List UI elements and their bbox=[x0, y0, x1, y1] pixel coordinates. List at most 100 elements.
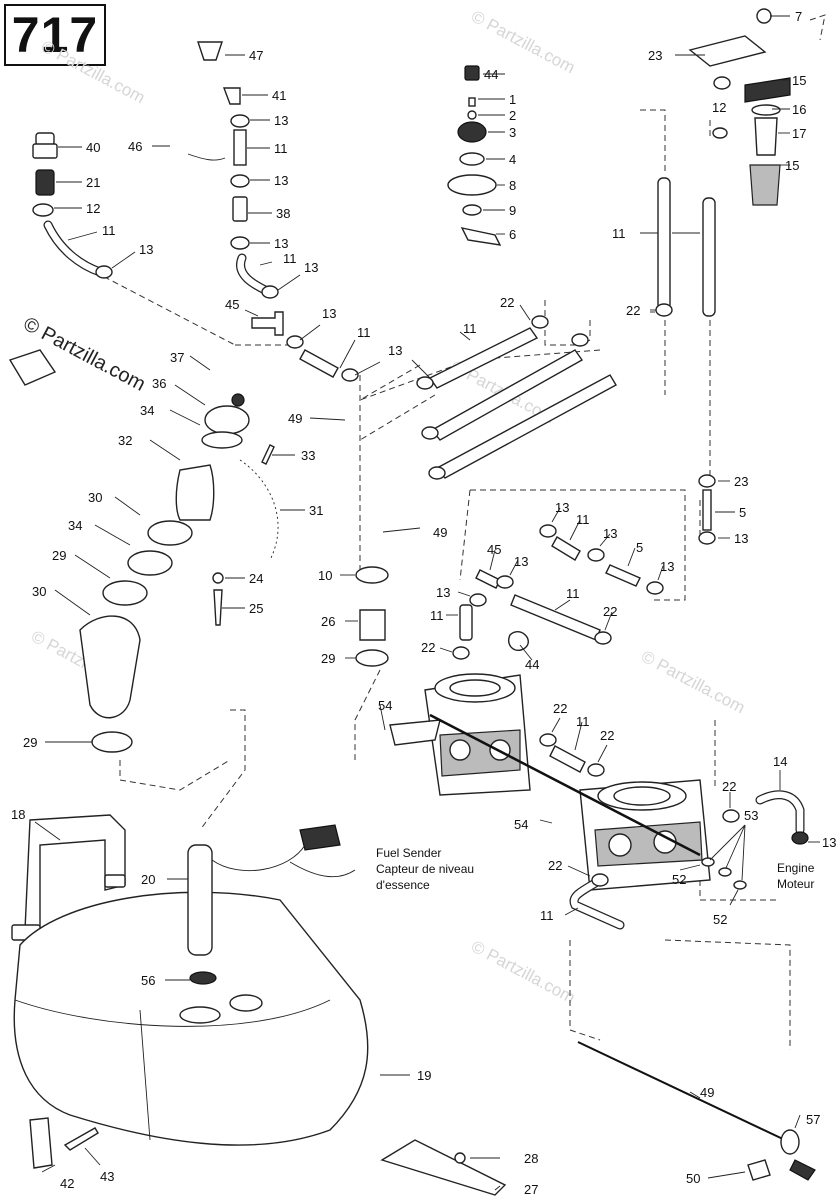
callout: 29 bbox=[52, 548, 66, 563]
callout: 22 bbox=[548, 858, 562, 873]
callout: 45 bbox=[225, 297, 239, 312]
callout: 57 bbox=[806, 1112, 820, 1127]
callout: 46 bbox=[128, 139, 142, 154]
callout: 18 bbox=[11, 807, 25, 822]
callout: 12 bbox=[86, 201, 100, 216]
callout: 44 bbox=[525, 657, 539, 672]
callout: 11 bbox=[274, 141, 288, 156]
callout: 11 bbox=[540, 908, 554, 923]
callout: 22 bbox=[722, 779, 736, 794]
callout: 11 bbox=[357, 325, 371, 340]
mid-hoses bbox=[452, 524, 664, 660]
callout: 37 bbox=[170, 350, 184, 365]
callout: 15 bbox=[785, 158, 799, 173]
callout: 44 bbox=[484, 67, 498, 82]
dashed-connectors bbox=[94, 14, 826, 1050]
callout: 27 bbox=[524, 1182, 538, 1197]
callout: 13 bbox=[514, 554, 528, 569]
callout: 33 bbox=[301, 448, 315, 463]
callout: 20 bbox=[141, 872, 155, 887]
small-parts bbox=[379, 630, 553, 824]
pump-stack bbox=[447, 65, 502, 246]
callout: 30 bbox=[32, 584, 46, 599]
leader-lines bbox=[34, 15, 820, 1191]
center-hoses bbox=[416, 315, 617, 480]
callout: 11 bbox=[463, 321, 477, 336]
callout: 50 bbox=[686, 1171, 700, 1186]
callout: 10 bbox=[318, 568, 332, 583]
callout: 8 bbox=[509, 178, 516, 193]
callout: 11 bbox=[430, 608, 444, 623]
engine-hose bbox=[722, 790, 809, 845]
callout: 11 bbox=[576, 512, 590, 527]
callout: 21 bbox=[86, 175, 100, 190]
callout: 13 bbox=[274, 173, 288, 188]
callout: 12 bbox=[712, 100, 726, 115]
carburetor-rear bbox=[579, 779, 711, 891]
throttle-rod bbox=[577, 1041, 816, 1181]
callout: 11 bbox=[576, 714, 590, 729]
bottom-hose bbox=[569, 873, 625, 930]
callout: 54 bbox=[378, 698, 392, 713]
callout: 4 bbox=[509, 152, 516, 167]
callout: 16 bbox=[792, 102, 806, 117]
right-fitting bbox=[698, 474, 716, 545]
callout: 25 bbox=[249, 601, 263, 616]
fuel-tank bbox=[11, 814, 369, 1146]
callout: 13 bbox=[436, 585, 450, 600]
carburetor-front bbox=[389, 673, 531, 796]
callout: 22 bbox=[626, 303, 640, 318]
callout: 13 bbox=[822, 835, 836, 850]
callout: 1 bbox=[509, 92, 516, 107]
callout: 52 bbox=[713, 912, 727, 927]
callout: 9 bbox=[509, 203, 516, 218]
fuel-filter-assembly bbox=[655, 8, 791, 317]
callout: 23 bbox=[734, 474, 748, 489]
callout: 41 bbox=[272, 88, 286, 103]
callout: 26 bbox=[321, 614, 335, 629]
callout: 36 bbox=[152, 376, 166, 391]
callout: 32 bbox=[118, 433, 132, 448]
callout: 13 bbox=[139, 242, 153, 257]
fuel-sender-label-fr-2: d'essence bbox=[376, 878, 430, 892]
throttle-shaft bbox=[429, 713, 701, 857]
callout: 13 bbox=[388, 343, 402, 358]
callout: 13 bbox=[274, 113, 288, 128]
filler-neck-assembly bbox=[8, 349, 279, 753]
callout: 11 bbox=[283, 251, 297, 266]
callout: 11 bbox=[102, 223, 116, 238]
callout: 34 bbox=[140, 403, 154, 418]
callout: 24 bbox=[249, 571, 263, 586]
diagram-id-box: 717 bbox=[4, 4, 106, 66]
callout: 22 bbox=[421, 640, 435, 655]
coupler-assembly bbox=[355, 566, 389, 667]
callout: 13 bbox=[555, 500, 569, 515]
callout: 13 bbox=[274, 236, 288, 251]
callout: 5 bbox=[739, 505, 746, 520]
engine-label-fr: Moteur bbox=[777, 877, 814, 891]
callout: 53 bbox=[744, 808, 758, 823]
callout: 22 bbox=[500, 295, 514, 310]
callout: 29 bbox=[23, 735, 37, 750]
callout: 22 bbox=[553, 701, 567, 716]
callout: 38 bbox=[276, 206, 290, 221]
callout: 23 bbox=[648, 48, 662, 63]
washers bbox=[701, 857, 747, 890]
callout: 28 bbox=[524, 1151, 538, 1166]
callout: 56 bbox=[141, 973, 155, 988]
watermark: © Partzilla.com bbox=[38, 37, 148, 108]
watermark: © Partzilla.com bbox=[638, 647, 748, 718]
callout: 52 bbox=[672, 872, 686, 887]
check-valve-assembly bbox=[197, 41, 359, 382]
callout: 49 bbox=[288, 411, 302, 426]
callout: 17 bbox=[792, 126, 806, 141]
callout: 54 bbox=[514, 817, 528, 832]
vent-valve-assembly bbox=[32, 132, 113, 279]
diagram-id: 717 bbox=[11, 7, 99, 63]
callout: 13 bbox=[734, 531, 748, 546]
callout: 3 bbox=[509, 125, 516, 140]
watermark: © Partzilla.com bbox=[468, 937, 578, 1008]
callout: 49 bbox=[700, 1085, 714, 1100]
engine-label: Engine bbox=[777, 861, 815, 875]
